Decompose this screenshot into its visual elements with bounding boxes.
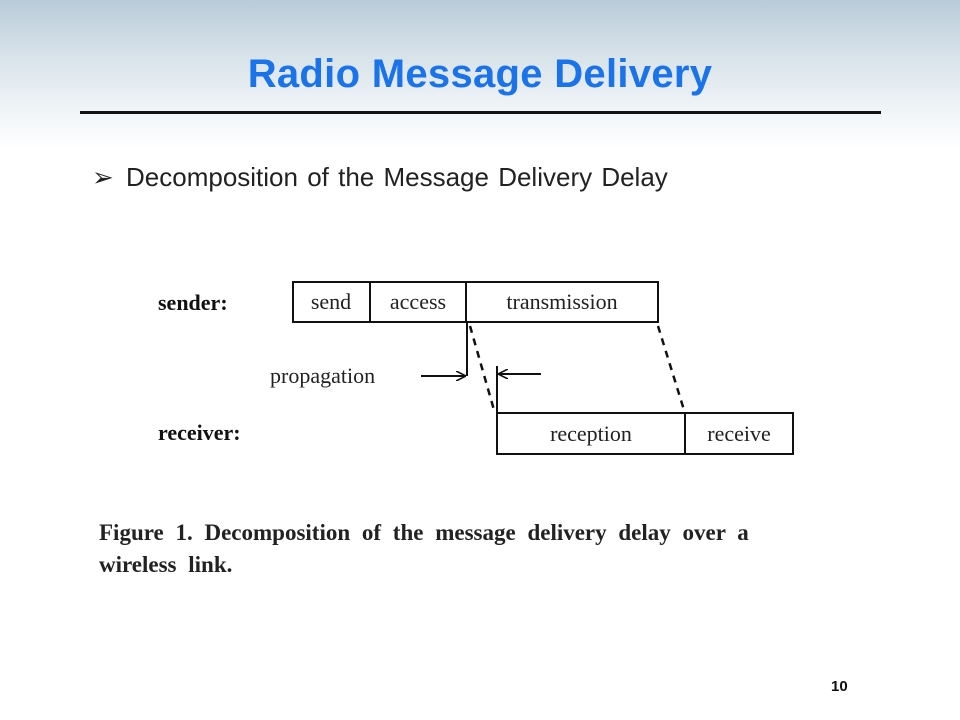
bullet-item: ➢ Decomposition of the Message Delivery D… [92, 162, 668, 193]
bullet-text: Decomposition of the Message Delivery De… [126, 162, 668, 192]
slide-title: Radio Message Delivery [247, 52, 713, 96]
sender-label: sender: [158, 290, 228, 315]
propagation-label: propagation [270, 363, 375, 388]
receiver-label: receiver: [158, 420, 241, 445]
page-number: 10 [831, 678, 848, 695]
figure-caption: Figure 1. Decomposition of the message d… [99, 517, 859, 581]
receiver-timeline: reception receive [496, 412, 794, 455]
arrow-bullet-icon: ➢ [92, 162, 114, 192]
caption-line-2: wireless link. [99, 552, 233, 577]
transmission-segment: transmission [506, 289, 617, 314]
title-underline [80, 111, 881, 114]
sender-timeline: send access transmission [292, 281, 659, 323]
start-connector-dashed [468, 325, 496, 411]
send-segment: send [311, 289, 351, 314]
receiver-frame [496, 412, 794, 455]
sender-frame [292, 281, 659, 323]
title-background [0, 0, 960, 150]
access-segment: access [390, 289, 446, 314]
end-connector-dashed [656, 325, 686, 411]
propagation-indicator: propagation [270, 322, 541, 413]
caption-line-1: Figure 1. Decomposition of the message d… [99, 520, 749, 545]
reception-segment: reception [550, 421, 632, 446]
receive-segment: receive [707, 421, 771, 446]
